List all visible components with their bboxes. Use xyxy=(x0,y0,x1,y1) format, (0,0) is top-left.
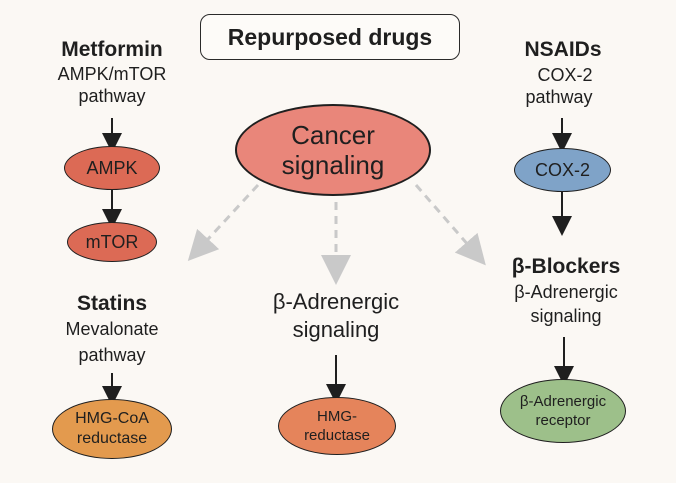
receptor-label-line2: receptor xyxy=(535,412,591,429)
statins-pathway-line1: Mevalonate xyxy=(65,319,159,339)
cancer-signaling-node: Cancer signaling xyxy=(235,104,431,196)
metformin-pathway-line1: AMPK/mTOR xyxy=(57,64,167,84)
dashed-arrow-to-beta-blockers xyxy=(414,184,486,266)
beta-blockers-label: β-Blockers xyxy=(511,255,621,278)
beta-blockers-pathway-line2: signaling xyxy=(530,306,602,326)
adrenergic-heading-line2: signaling xyxy=(292,317,380,342)
title-box: Repurposed drugs xyxy=(200,14,460,60)
nsaids-label: NSAIDs xyxy=(524,38,602,61)
hmg-reductase-label-line2: reductase xyxy=(304,427,370,444)
receptor-label-line1: β-Adrenergic xyxy=(519,393,607,410)
center-label-line1: Cancer xyxy=(291,120,375,150)
hmg-coa-label-line2: reductase xyxy=(76,430,148,447)
nsaids-pathway-line1: COX-2 xyxy=(537,65,593,85)
beta-blockers-pathway-line1: β-Adrenergic xyxy=(514,282,618,302)
title-text: Repurposed drugs xyxy=(227,23,433,50)
dashed-arrow-to-statins xyxy=(187,183,260,262)
cox2-label: COX-2 xyxy=(534,159,590,180)
hmg-coa-label-line1: HMG-CoA xyxy=(75,410,149,427)
mtor-label: mTOR xyxy=(85,231,139,252)
ampk-node: AMPK xyxy=(64,146,160,190)
nsaids-pathway-line2: pathway xyxy=(525,87,593,107)
ampk-label: AMPK xyxy=(86,157,138,178)
hmg-reductase-label-line1: HMG- xyxy=(317,408,357,425)
hmg-reductase-node: HMG- reductase xyxy=(278,397,396,455)
statins-pathway-line2: pathway xyxy=(78,345,146,365)
adrenergic-heading-line1: β-Adrenergic xyxy=(272,289,400,314)
center-label-line2: signaling xyxy=(281,150,385,180)
mtor-node: mTOR xyxy=(67,222,157,262)
metformin-pathway-line2: pathway xyxy=(78,86,146,106)
beta-adrenergic-receptor-node: β-Adrenergic receptor xyxy=(500,379,626,443)
hmg-coa-reductase-node: HMG-CoA reductase xyxy=(52,399,172,459)
statins-label: Statins xyxy=(76,292,148,315)
cox2-node: COX-2 xyxy=(514,148,611,192)
metformin-label: Metformin xyxy=(61,38,163,61)
